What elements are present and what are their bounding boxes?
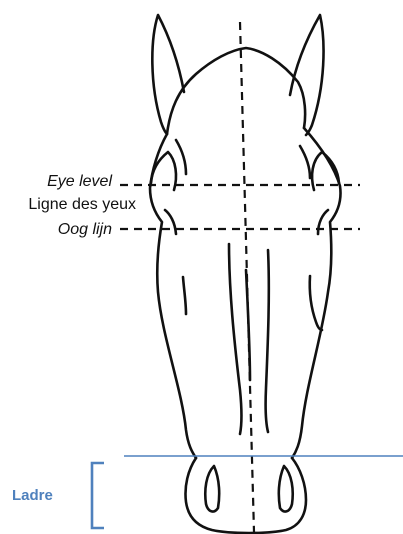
nasal-line-left (229, 244, 242, 434)
forehead-outline (167, 48, 305, 134)
label-ladre: Ladre (12, 487, 53, 504)
right-brow-stroke (300, 146, 310, 178)
right-cheek-outline (292, 128, 341, 458)
left-eye-detail (165, 210, 176, 234)
label-eye-level-nl: Oog lijn (58, 221, 112, 238)
right-ear (290, 15, 324, 135)
left-jaw-line (183, 277, 186, 314)
label-eye-level-en: Eye level (47, 173, 112, 190)
left-nostril (205, 466, 219, 511)
right-jaw-line (310, 276, 322, 330)
right-eye-detail (318, 210, 328, 234)
left-brow-stroke (176, 140, 186, 174)
left-ear (152, 15, 184, 134)
label-eye-level-fr: Ligne des yeux (28, 196, 136, 213)
ladre-marker: Ladre (12, 456, 403, 528)
ladre-bracket (92, 463, 104, 528)
nasal-line-right (266, 250, 269, 432)
left-cheek-outline (150, 134, 196, 458)
right-nostril (279, 466, 293, 511)
